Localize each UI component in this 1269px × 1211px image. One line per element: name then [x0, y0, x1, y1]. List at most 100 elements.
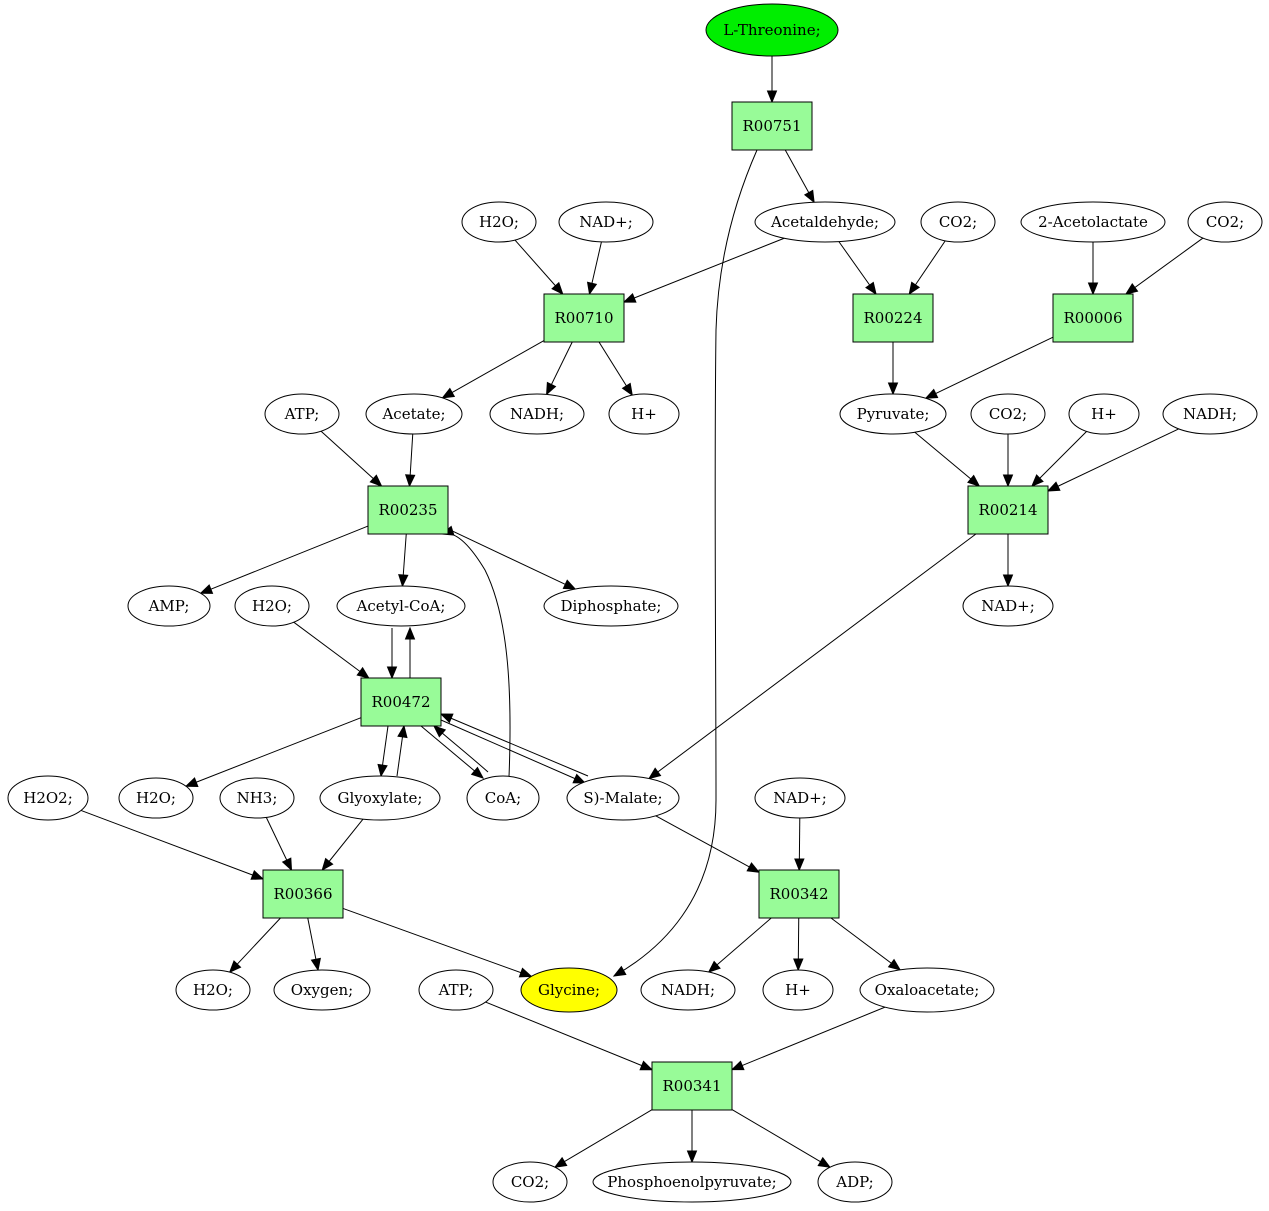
node-r224: R00224 [852, 293, 934, 343]
reaction-box [262, 869, 344, 919]
edge-r472-to-mal [440, 719, 586, 784]
node-nadp_a: NAD+; [558, 201, 654, 243]
node-pyr: Pyruvate; [839, 393, 947, 435]
node-label: H+ [631, 405, 657, 423]
node-r235: R00235 [367, 485, 449, 535]
edge-r235-to-acoa-arrowhead [398, 574, 409, 588]
node-aclac: 2-Acetolactate [1020, 201, 1166, 243]
edge-h2o2-to-r366 [80, 809, 264, 880]
node-oaa: Oxaloacetate; [859, 967, 995, 1013]
edge-r006-to-pyr [925, 336, 1054, 399]
edge-coa-to-r235 [441, 532, 511, 778]
compound-ellipse [1187, 201, 1263, 243]
compound-ellipse [492, 1161, 568, 1203]
edge-pyr-to-r214-arrowhead [967, 474, 981, 487]
edge-nadh_b-to-r214-arrowhead [1046, 481, 1061, 492]
compound-ellipse [817, 1161, 893, 1203]
node-label: R00214 [978, 501, 1037, 519]
node-label: Acetate; [381, 405, 445, 423]
edge-r224-to-pyr-arrowhead [887, 382, 899, 396]
edge-acald-to-r710-arrowhead [622, 292, 637, 303]
edge-h2o_b-to-r472-arrowhead [356, 666, 370, 679]
node-r341: R00341 [651, 1061, 733, 1111]
compound-ellipse [1162, 393, 1258, 435]
edge-atp_b-to-r341 [485, 1001, 653, 1071]
node-label: CO2; [939, 213, 977, 231]
edge-co2_c-to-r214-arrowhead [1002, 474, 1014, 488]
node-hp_a: H+ [608, 393, 680, 435]
node-label: R00710 [554, 309, 613, 327]
node-acald: Acetaldehyde; [754, 201, 896, 243]
node-label: Acetaldehyde; [770, 213, 879, 231]
edge-r710-to-hp_a-arrowhead [621, 382, 633, 397]
edge-r342-to-nadh_c [708, 917, 772, 973]
node-label: NADH; [510, 405, 564, 423]
reaction-box [543, 293, 625, 343]
node-label: R00224 [863, 309, 922, 327]
edge-nadp_a-to-r710-arrowhead [586, 281, 598, 296]
edge-mal-to-r342-arrowhead [746, 862, 761, 873]
node-coa: CoA; [466, 775, 540, 821]
compound-ellipse [127, 585, 211, 627]
edge-glyox-to-r472-arrowhead [397, 724, 408, 739]
compound-ellipse [566, 775, 680, 821]
node-nadh_a: NADH; [489, 393, 585, 435]
edge-r710-to-acet-arrowhead [441, 387, 456, 399]
compound-ellipse [543, 585, 679, 627]
node-atp_a: ATP; [264, 393, 340, 435]
compound-ellipse [365, 393, 463, 435]
compound-ellipse [219, 777, 295, 819]
node-label: ATP; [438, 981, 474, 999]
node-label: H+ [1091, 405, 1117, 423]
node-label: AMP; [148, 597, 190, 615]
edge-r214-to-mal-arrowhead [647, 767, 662, 780]
node-thr: L-Threonine; [705, 3, 839, 57]
node-mal: S)-Malate; [566, 775, 680, 821]
node-label: Phosphoenolpyruvate; [607, 1173, 776, 1191]
edge-oaa-to-r341-arrowhead [730, 1060, 745, 1071]
node-label: H2O; [479, 213, 519, 231]
compound-ellipse [489, 393, 585, 435]
edge-r341-to-adp-arrowhead [817, 1156, 832, 1168]
node-label: ATP; [284, 405, 320, 423]
node-acoa: Acetyl-CoA; [336, 585, 466, 627]
edge-acet-to-r235-arrowhead [404, 474, 416, 488]
reaction-box [731, 101, 813, 151]
edge-r751-to-acald-arrowhead [803, 189, 815, 204]
edge-glyox-to-r366-arrowhead [321, 857, 334, 872]
edge-r214-to-mal [648, 533, 977, 779]
edge-acald-to-r710 [623, 237, 785, 303]
node-label: H2O; [252, 597, 292, 615]
node-label: NAD+; [773, 789, 827, 807]
node-gly: Glycine; [520, 967, 618, 1013]
edge-r235-to-ppi [447, 528, 576, 590]
edge-h2o_a-to-r710-arrowhead [551, 281, 564, 295]
compound-ellipse [234, 585, 310, 627]
compound-ellipse [754, 201, 896, 243]
edge-r342-to-oaa-arrowhead [887, 958, 902, 971]
edge-r342-to-nadh_c-arrowhead [707, 960, 721, 973]
reaction-box [360, 677, 442, 727]
compound-ellipse [273, 969, 371, 1011]
edge-r472-to-h2o_c-arrowhead [184, 777, 199, 787]
node-r006: R00006 [1052, 293, 1134, 343]
node-r472: R00472 [360, 677, 442, 727]
edge-r341-to-adp [731, 1109, 831, 1168]
edge-aclac-to-r006-arrowhead [1087, 282, 1099, 296]
node-r214: R00214 [967, 485, 1049, 535]
edge-h2o2-to-r366-arrowhead [250, 869, 265, 880]
node-label: NH3; [237, 789, 278, 807]
reaction-box [651, 1061, 733, 1111]
node-label: CoA; [485, 789, 521, 807]
edge-r235-to-ppi-arrowhead [562, 579, 577, 590]
edge-nadp_c-to-r342-arrowhead [794, 858, 805, 872]
node-pep: Phosphoenolpyruvate; [592, 1161, 792, 1203]
compound-ellipse [7, 775, 89, 821]
node-label: H2O; [136, 789, 176, 807]
node-co2_b: CO2; [1187, 201, 1263, 243]
edge-r472-to-mal-arrowhead [572, 773, 587, 784]
edge-h2o_b-to-r472 [293, 621, 370, 679]
node-h2o_c: H2O; [118, 777, 194, 819]
node-acet: Acetate; [365, 393, 463, 435]
node-h2o2: H2O2; [7, 775, 89, 821]
